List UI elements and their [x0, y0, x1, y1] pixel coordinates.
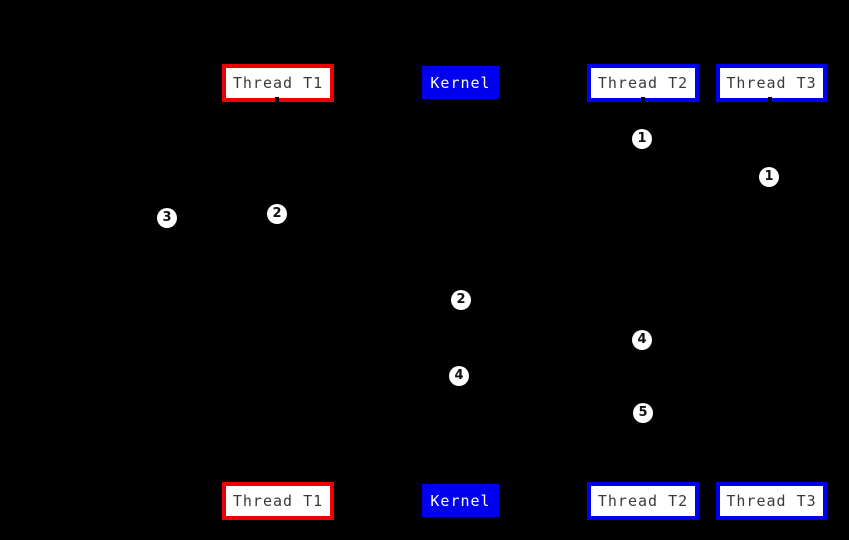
actor-box-kernel-top: Kernel [422, 66, 499, 99]
actor-label-kernel-top: Kernel [430, 73, 491, 92]
actor-label-thread-t1-bottom: Thread T1 [232, 492, 324, 510]
actor-label-thread-t1-top: Thread T1 [232, 74, 324, 92]
lifeline-stub-t3-top [768, 97, 772, 105]
actor-box-thread-t2-bottom: Thread T2 [587, 482, 699, 520]
step-marker-2-t1: 2 [267, 204, 287, 224]
actor-box-thread-t3-top: Thread T3 [716, 64, 827, 102]
lifeline-stub-t2-top [641, 97, 645, 105]
lifeline-stub-t1-top [275, 97, 279, 105]
actor-label-thread-t2-top: Thread T2 [597, 74, 689, 92]
step-marker-5-t2: 5 [633, 403, 653, 423]
step-marker-3-left: 3 [157, 208, 177, 228]
step-marker-4-kernel: 4 [449, 366, 469, 386]
step-marker-2-kernel: 2 [451, 290, 471, 310]
actor-box-kernel-bottom: Kernel [422, 484, 499, 517]
step-marker-1-t3: 1 [759, 167, 779, 187]
actor-label-kernel-bottom: Kernel [430, 491, 491, 510]
actor-label-thread-t3-bottom: Thread T3 [726, 492, 817, 510]
step-marker-1-t2: 1 [632, 129, 652, 149]
step-marker-4-t2: 4 [632, 330, 652, 350]
actor-label-thread-t3-top: Thread T3 [726, 74, 817, 92]
actor-box-thread-t3-bottom: Thread T3 [716, 482, 827, 520]
actor-label-thread-t2-bottom: Thread T2 [597, 492, 689, 510]
actor-box-thread-t1-bottom: Thread T1 [222, 482, 334, 520]
